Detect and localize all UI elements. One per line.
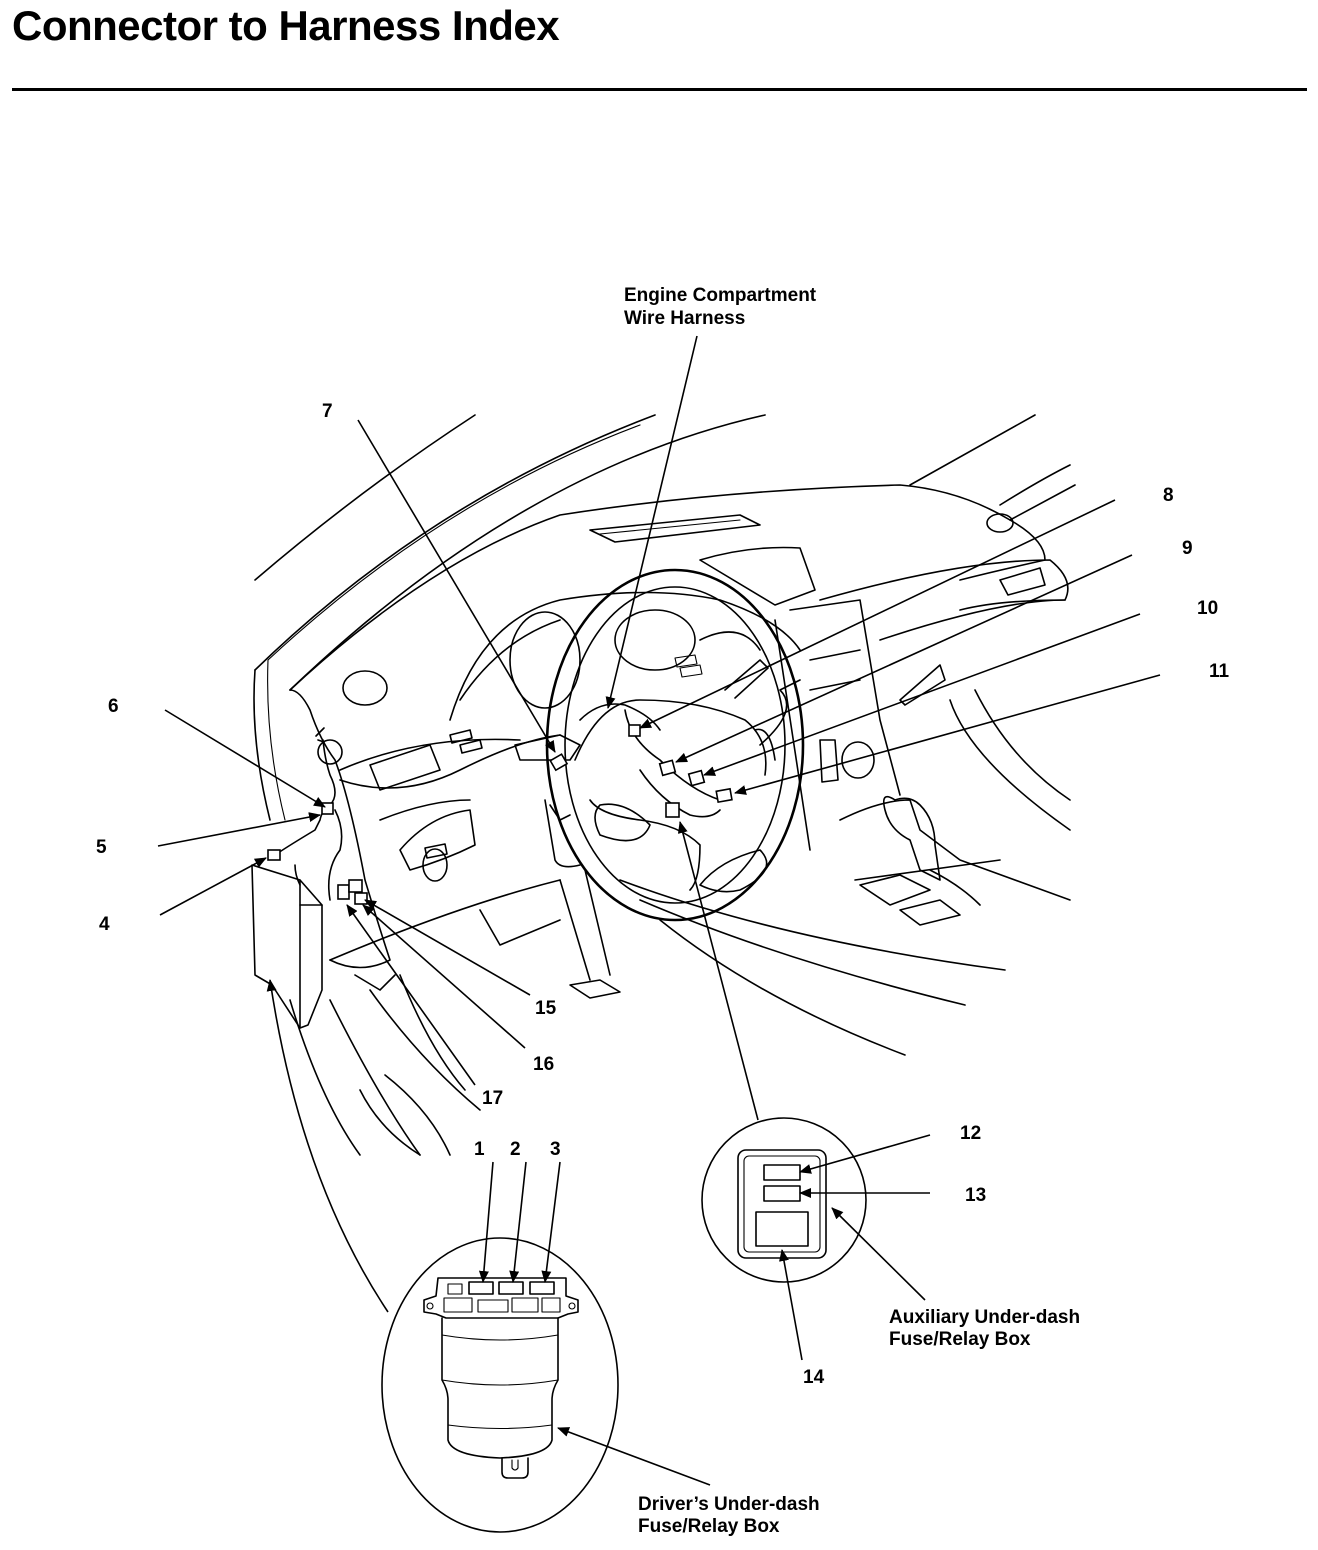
connector-label-11: 11 [1209, 661, 1230, 682]
connector-label-2: 2 [510, 1139, 521, 1160]
leader-lines [157, 335, 1161, 1486]
connector-label-6: 6 [108, 696, 119, 717]
connector-shapes [251, 724, 733, 1029]
wire-harness [277, 703, 721, 901]
connector-label-16: 16 [533, 1054, 554, 1075]
connector-label-9: 9 [1182, 538, 1193, 559]
connector-label-10: 10 [1197, 598, 1218, 619]
connector-label-8: 8 [1163, 485, 1174, 506]
page-title: Connector to Harness Index [12, 2, 560, 49]
connector-label-7: 7 [322, 401, 333, 422]
dashboard-drawing [253, 414, 1076, 1156]
diagram-labels: Engine Compartment Wire Harness Auxiliar… [96, 285, 1230, 1537]
connector-label-13: 13 [965, 1185, 986, 1206]
connector-label-14: 14 [803, 1367, 825, 1388]
connector-label-12: 12 [960, 1123, 981, 1144]
connector-label-5: 5 [96, 837, 107, 858]
connector-label-15: 15 [535, 998, 557, 1019]
connector-label-4: 4 [99, 914, 110, 935]
title-rule [12, 88, 1307, 91]
aux-fuse-box-inset [701, 1117, 867, 1283]
driver-fuse-box-label-line1: Driver’s Under-dash [638, 1494, 820, 1515]
driver-fuse-box-inset [381, 1237, 619, 1533]
connector-label-3: 3 [550, 1139, 561, 1160]
engine-compartment-label-line2: Wire Harness [624, 308, 745, 329]
connector-label-17: 17 [482, 1088, 503, 1109]
aux-fuse-box-label-line1: Auxiliary Under-dash [889, 1307, 1080, 1328]
driver-fuse-box-label-line2: Fuse/Relay Box [638, 1516, 780, 1537]
connector-label-1: 1 [474, 1139, 485, 1160]
engine-compartment-label-line1: Engine Compartment [624, 285, 817, 306]
aux-fuse-box-label-line2: Fuse/Relay Box [889, 1329, 1031, 1350]
